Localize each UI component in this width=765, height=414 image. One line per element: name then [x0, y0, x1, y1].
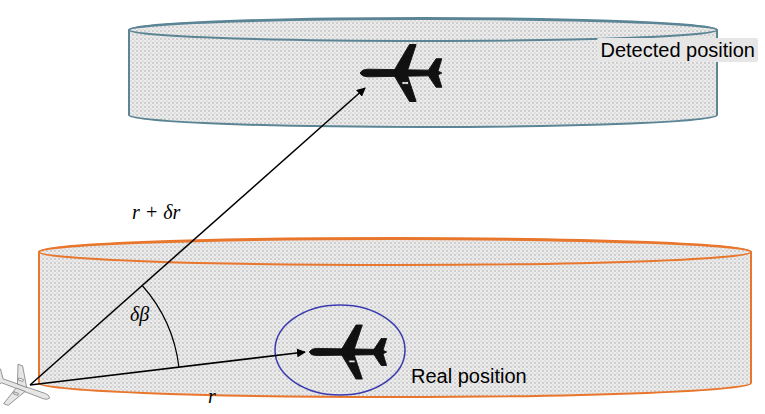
- position-label: Real position: [408, 364, 530, 388]
- wings: [342, 325, 363, 379]
- math-label: r + δr: [132, 200, 180, 224]
- real-aircraft: [309, 325, 386, 379]
- wings: [4, 364, 33, 409]
- range-vector: [30, 88, 365, 385]
- cylinder-top: [39, 239, 751, 265]
- position-label: Detected position: [597, 38, 758, 62]
- cylinder-body: [39, 238, 751, 397]
- math-label: δβ: [130, 302, 149, 326]
- math-label: r: [208, 384, 216, 408]
- range-vector: [30, 352, 305, 385]
- uncertainty-ellipse: [275, 305, 405, 395]
- cylinder-body: [129, 18, 717, 127]
- detected-aircraft: [360, 45, 442, 102]
- wings: [394, 45, 416, 102]
- angle-arc: [142, 285, 179, 367]
- radar-aircraft: [0, 358, 57, 414]
